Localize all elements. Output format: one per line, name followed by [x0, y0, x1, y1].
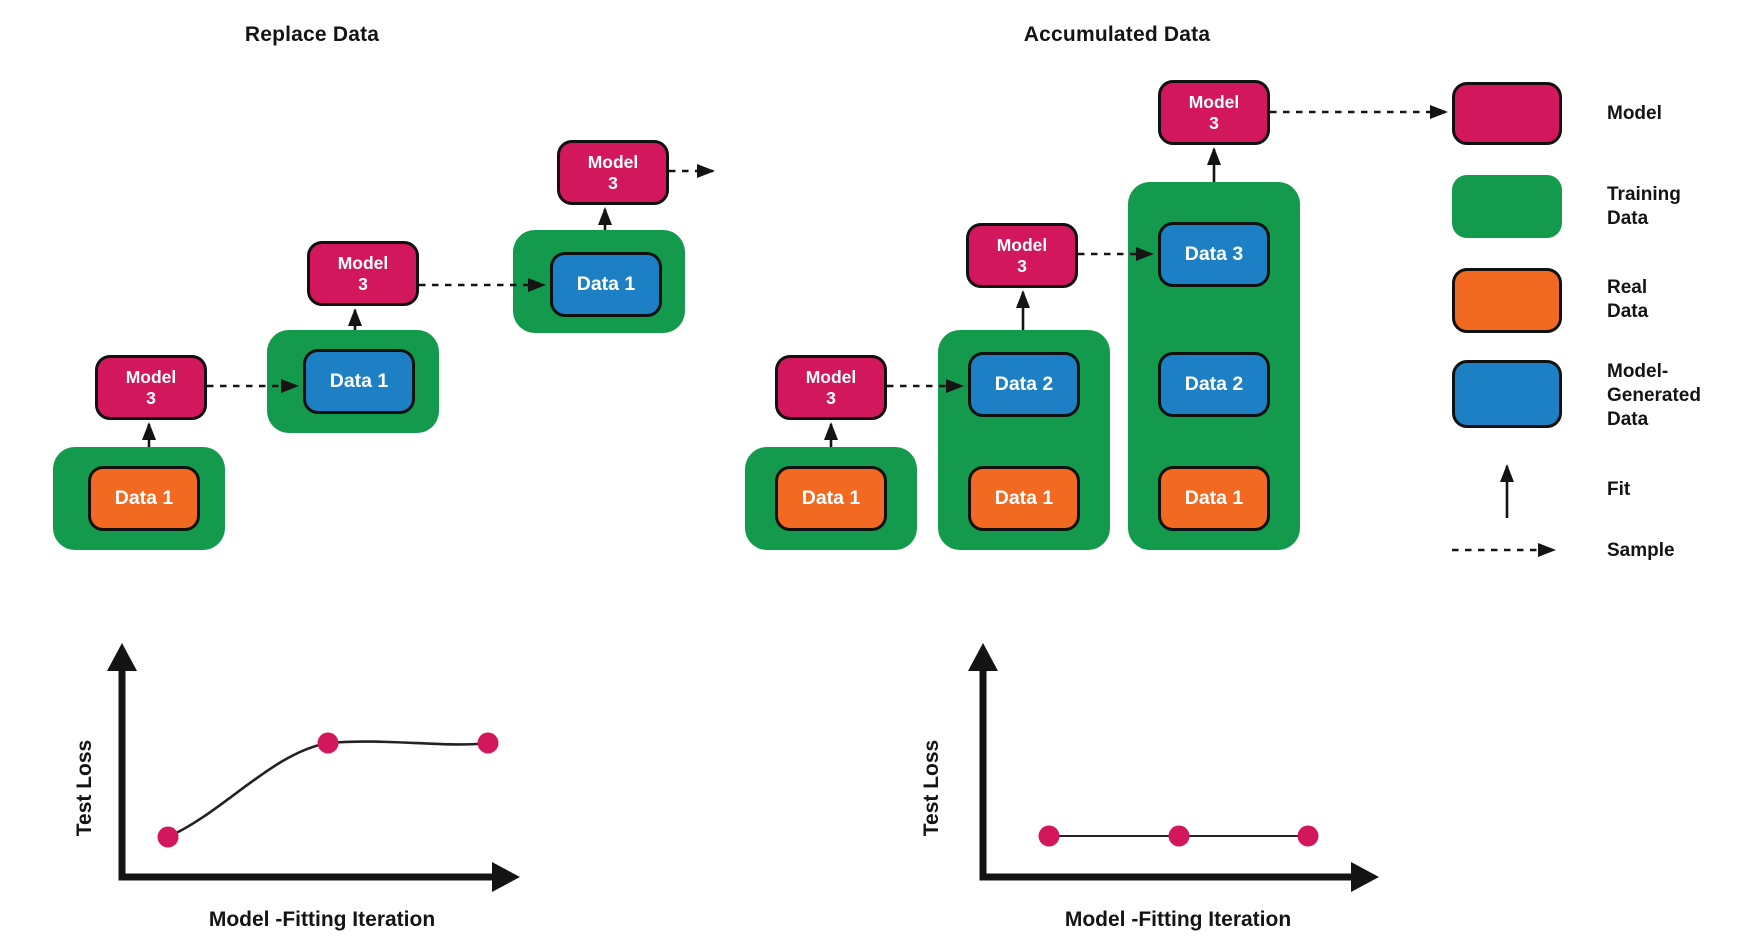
model-box: Model 3	[307, 241, 419, 306]
legend-label-fit: Fit	[1607, 479, 1631, 500]
model-box-label: Model	[805, 366, 857, 387]
data-chip: Data 1	[775, 466, 887, 531]
legend-label-training-data: Training Data	[1607, 184, 1681, 229]
data-chip: Data 1	[303, 349, 415, 414]
legend-training-data-swatch	[1452, 175, 1562, 238]
model-box-number: 3	[1209, 112, 1219, 133]
left-plot-point-1	[157, 826, 179, 848]
left-plot	[107, 643, 520, 892]
right-plot-x-axis-arrowhead	[1351, 862, 1379, 892]
right-plot-y-axis-arrowhead	[968, 643, 998, 671]
model-box: Model 3	[966, 223, 1078, 288]
model-box-label: Model	[337, 252, 389, 273]
data-chip: Data 1	[968, 466, 1080, 531]
left-panel-title: Replace Data	[244, 23, 380, 46]
left-plot-point-3	[477, 732, 499, 754]
data-chip: Data 1	[1158, 466, 1270, 531]
model-box-number: 3	[1017, 255, 1027, 276]
legend-label-real-data: Real Data	[1607, 277, 1649, 322]
model-box: Model 3	[95, 355, 207, 420]
left-plot-y-axis-arrowhead	[107, 643, 137, 671]
data-chip: Data 3	[1158, 222, 1270, 287]
model-box-label: Model	[996, 234, 1048, 255]
right-plot-ylabel: Test Loss	[920, 739, 943, 837]
data-chip: Data 2	[968, 352, 1080, 417]
legend-label-model: Model	[1607, 103, 1662, 124]
right-plot	[968, 643, 1379, 892]
left-plot-point-2	[317, 732, 339, 754]
left-plot-ylabel: Test Loss	[73, 739, 96, 837]
left-plot-xlabel: Model -Fitting Iteration	[208, 908, 436, 931]
model-box-number: 3	[358, 273, 368, 294]
right-plot-point-2	[1168, 825, 1190, 847]
model-box-number: 3	[826, 387, 836, 408]
legend-model-swatch	[1452, 82, 1562, 145]
legend-label-sample: Sample	[1607, 540, 1675, 561]
data-chip: Data 1	[550, 252, 662, 317]
model-box-number: 3	[146, 387, 156, 408]
right-plot-point-3	[1297, 825, 1319, 847]
data-chip: Data 1	[88, 466, 200, 531]
model-box: Model 3	[775, 355, 887, 420]
legend-model-generated-swatch	[1452, 360, 1562, 428]
right-plot-point-1	[1038, 825, 1060, 847]
model-box-label: Model	[125, 366, 177, 387]
data-chip: Data 2	[1158, 352, 1270, 417]
model-box: Model 3	[557, 140, 669, 205]
model-box-number: 3	[608, 172, 618, 193]
legend-label-model-generated-data: Model-Generated Data	[1607, 361, 1701, 430]
model-box-label: Model	[1188, 91, 1240, 112]
model-box-label: Model	[587, 151, 639, 172]
right-panel-title: Accumulated Data	[1023, 23, 1211, 46]
model-box: Model 3	[1158, 80, 1270, 145]
right-plot-xlabel: Model -Fitting Iteration	[1064, 908, 1292, 931]
left-plot-curve	[167, 740, 489, 839]
left-plot-x-axis-arrowhead	[492, 862, 520, 892]
legend-real-data-swatch	[1452, 268, 1562, 333]
